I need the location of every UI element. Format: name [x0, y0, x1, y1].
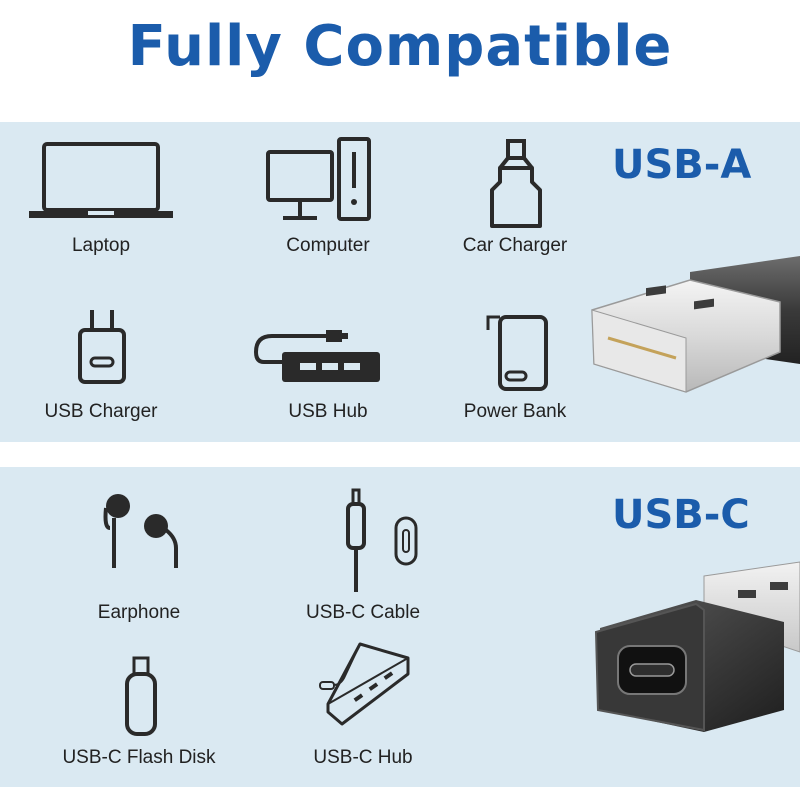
device-label-car-charger: Car Charger	[462, 235, 568, 256]
usb-hub-icon	[253, 330, 380, 382]
device-label-usb-c-hub: USB-C Hub	[313, 747, 413, 768]
power-bank-icon	[486, 315, 548, 391]
device-label-computer: Computer	[286, 235, 370, 256]
car-charger-icon	[490, 139, 542, 228]
page-title: Fully Compatible	[127, 14, 673, 79]
usb-c-hub-icon	[319, 642, 410, 726]
device-label-power-bank: Power Bank	[463, 401, 567, 422]
device-label-laptop: Laptop	[71, 235, 131, 256]
flash-disk-icon	[125, 656, 157, 736]
earphone-icon	[103, 494, 178, 568]
device-label-usb-charger: USB Charger	[44, 401, 158, 422]
usb-a-heading: USB-A	[612, 142, 752, 188]
laptop-icon	[29, 142, 173, 218]
wall-charger-icon	[78, 310, 126, 384]
device-label-usb-c-flash-disk: USB-C Flash Disk	[62, 747, 216, 768]
device-label-usb-hub: USB Hub	[288, 401, 368, 422]
device-label-earphone: Earphone	[97, 602, 181, 623]
device-label-usb-c-cable: USB-C Cable	[305, 602, 421, 623]
usb-c-cable-icon	[346, 488, 418, 592]
desktop-computer-icon	[266, 137, 371, 221]
usb-a-adapter-image	[591, 256, 800, 393]
usb-a-panel	[0, 122, 800, 442]
usb-c-heading: USB-C	[612, 492, 750, 538]
usb-c-adapter-image	[594, 561, 800, 732]
